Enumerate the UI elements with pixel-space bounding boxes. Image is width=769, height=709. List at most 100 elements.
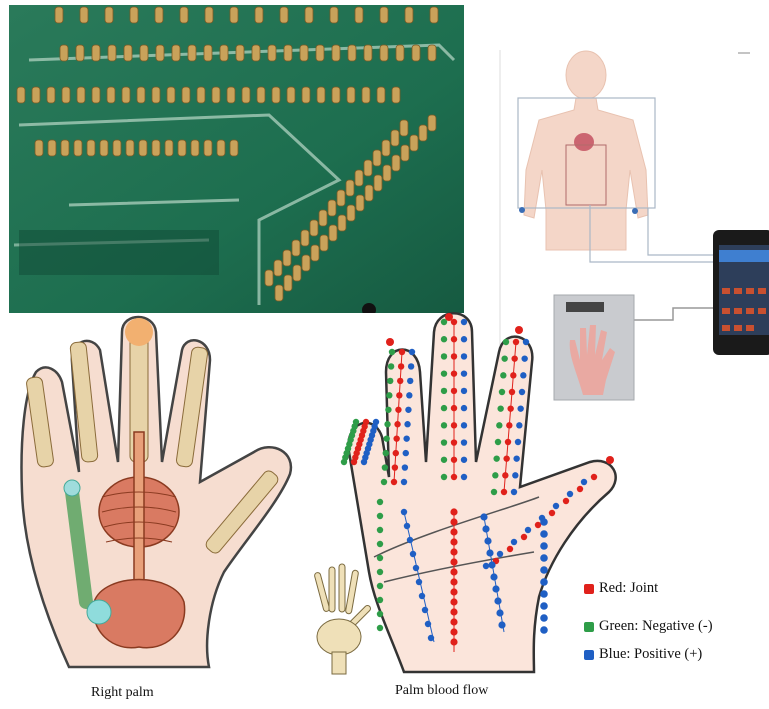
pin: [227, 87, 235, 103]
flow-point: [511, 355, 517, 361]
flow-point: [512, 472, 518, 478]
pin: [275, 285, 283, 301]
flow-point: [405, 407, 411, 413]
flow-point: [441, 405, 447, 411]
flow-point: [515, 326, 523, 334]
flow-point: [461, 319, 467, 325]
pin: [332, 87, 340, 103]
flow-point: [450, 608, 457, 615]
flow-point: [416, 579, 422, 585]
flow-point: [492, 585, 499, 592]
pin: [283, 250, 291, 266]
flow-point: [503, 455, 509, 461]
pin: [287, 87, 295, 103]
pin: [80, 7, 88, 23]
pin: [292, 240, 300, 256]
flow-point: [394, 421, 400, 427]
skeleton-hand-illustration: [14, 312, 298, 672]
pin: [55, 7, 63, 23]
pin: [35, 140, 43, 156]
pin: [165, 140, 173, 156]
flow-point: [422, 607, 428, 613]
flow-point: [384, 421, 390, 427]
flow-point: [451, 370, 457, 376]
flow-point: [450, 528, 457, 535]
pin: [356, 195, 364, 211]
pin: [332, 45, 340, 61]
flow-point: [441, 457, 447, 463]
flow-point: [406, 392, 412, 398]
pin: [188, 45, 196, 61]
pin: [272, 87, 280, 103]
flow-point: [377, 597, 383, 603]
pin: [337, 190, 345, 206]
flow-point: [502, 472, 508, 478]
flow-point: [461, 353, 467, 359]
pin: [364, 160, 372, 176]
flow-point: [493, 455, 499, 461]
flow-point: [398, 363, 404, 369]
pin: [317, 87, 325, 103]
pin: [32, 87, 40, 103]
flow-point: [377, 569, 383, 575]
flow-point: [450, 508, 457, 515]
flow-point: [520, 372, 526, 378]
pin: [74, 140, 82, 156]
flow-point: [410, 551, 416, 557]
pin: [392, 87, 400, 103]
legend: Red: Joint Green: Negative (-) Blue: Pos…: [580, 572, 765, 672]
flow-point: [392, 464, 398, 470]
caption-right-palm: Right palm: [91, 685, 154, 701]
pin: [152, 140, 160, 156]
legend-item-positive: Blue: Positive (+): [584, 646, 702, 663]
flow-point: [441, 370, 447, 376]
flow-point: [540, 566, 548, 574]
pin: [311, 245, 319, 261]
flow-point: [488, 561, 495, 568]
flow-point: [450, 538, 457, 545]
red-swatch: [584, 584, 594, 594]
flow-point: [577, 486, 583, 492]
flow-point: [389, 349, 395, 355]
pin: [380, 7, 388, 23]
flow-point: [451, 422, 457, 428]
flow-point: [450, 558, 457, 565]
flow-point: [501, 489, 507, 495]
pin: [124, 45, 132, 61]
flow-point: [521, 534, 527, 540]
flow-point: [450, 568, 457, 575]
flow-point: [441, 422, 447, 428]
pin: [346, 180, 354, 196]
flow-point: [428, 635, 434, 641]
pin: [373, 150, 381, 166]
pin: [257, 87, 265, 103]
flow-point: [385, 407, 391, 413]
pin: [355, 7, 363, 23]
flow-point: [450, 618, 457, 625]
pin: [430, 7, 438, 23]
pin: [392, 155, 400, 171]
pin: [105, 7, 113, 23]
pin: [180, 7, 188, 23]
flow-point: [451, 474, 457, 480]
flow-point: [419, 593, 425, 599]
flow-point: [450, 588, 457, 595]
flow-point: [401, 509, 407, 515]
flow-point: [377, 583, 383, 589]
flow-point: [451, 405, 457, 411]
flow-point: [377, 513, 383, 519]
flow-point: [402, 464, 408, 470]
flow-point: [513, 339, 519, 345]
flow-point: [506, 422, 512, 428]
flow-point: [445, 313, 453, 321]
blue-swatch: [584, 650, 594, 660]
flow-point: [451, 353, 457, 359]
flow-point: [461, 474, 467, 480]
pin: [92, 87, 100, 103]
flow-point: [386, 392, 392, 398]
flow-point: [461, 405, 467, 411]
flow-point: [540, 626, 548, 634]
pin: [338, 215, 346, 231]
pin: [137, 87, 145, 103]
pin: [107, 87, 115, 103]
